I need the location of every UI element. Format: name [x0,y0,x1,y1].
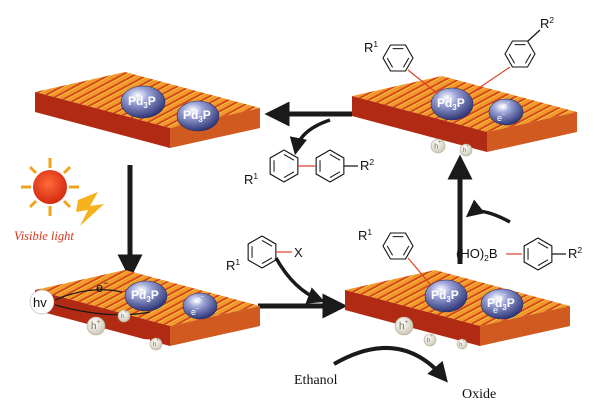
adsorbed-aryl-ring-top-right [504,40,536,68]
cycle-arrows [117,101,511,383]
electron-label: e− [96,278,109,295]
lightning-bolt-icon [76,192,104,226]
cluster-electron-label: e− [493,304,502,315]
photon-marker [29,289,55,315]
adsorbed-aryl-ring-bottom [382,232,414,260]
boronic-acid-label: (HO)2B [456,246,498,263]
product-ring-right [315,149,345,183]
aryl-pd-bond-top-right [469,66,511,95]
halide-x-label: X [294,245,303,260]
hole-label: h+ [434,139,441,150]
reactant-r1-label: R1 [226,257,240,273]
cluster-electron-label: e− [497,112,506,123]
hole-marker [117,309,131,323]
boronic-r2-label: R2 [568,245,582,261]
adsorbed-r1-label: R1 [358,227,372,243]
holes: h+ h+ h+ h+ h+ h+ h+ h+ [86,138,473,351]
cluster-label: Pd3P [131,288,159,304]
cluster-top-right-b [488,98,524,126]
hole-marker [456,338,468,350]
adsorbed-top-r1-label: R1 [364,39,378,55]
hole-label: h+ [427,333,434,344]
hole-marker [430,138,446,154]
cluster-top-right-a [430,87,474,121]
oxide-label: Oxide [462,387,496,402]
hole-marker [459,143,473,157]
cluster-bottom-right-a [424,279,468,313]
cluster-top-left-b [176,100,220,132]
cluster-bottom-right-b [480,288,524,320]
cluster-bottom-left-b [182,292,218,320]
cluster-label: Pd3P [431,288,459,304]
cluster-top-left-a [120,85,166,119]
hole-label: h+ [91,319,101,332]
hole-marker [394,316,414,336]
hole-label: h+ [459,338,464,348]
cluster-electron-label: e− [498,292,507,303]
aryl-halide-ring [247,235,277,269]
product-r1-label: R1 [244,171,258,187]
cluster-label: Pd3P [128,94,156,110]
visible-light-label: Visible light [14,229,74,243]
cluster-electron-label: e− [196,294,205,305]
hole-label: h+ [153,337,160,348]
adsorbed-aryl-ring-top-left [382,44,414,72]
hv-label: hv [33,295,47,310]
cluster-label: Pd3P [183,108,211,124]
product-ring-left [269,149,299,183]
sun-icon [21,158,79,216]
product-r2-label: R2 [360,157,374,173]
hole-marker [423,333,437,347]
ethanol-label: Ethanol [294,373,338,388]
hole-marker [149,337,163,351]
cluster-electron-label: e− [502,100,511,111]
aryl-pd-bond-bottom [407,257,431,285]
boronic-ring [523,237,553,271]
adsorbed-top-r2-label: R2 [540,15,554,31]
cluster-electron-label: e− [191,306,200,317]
hole-label: h+ [463,143,470,154]
cluster-label: Pd3P [437,96,465,112]
cluster-label: Pd3P [487,296,515,312]
hole-marker [86,316,106,336]
aryl-pd-bond-top-left [407,69,439,95]
hole-label: h+ [121,309,128,320]
hole-label: h+ [399,319,409,332]
cluster-bottom-left-a [124,280,168,312]
